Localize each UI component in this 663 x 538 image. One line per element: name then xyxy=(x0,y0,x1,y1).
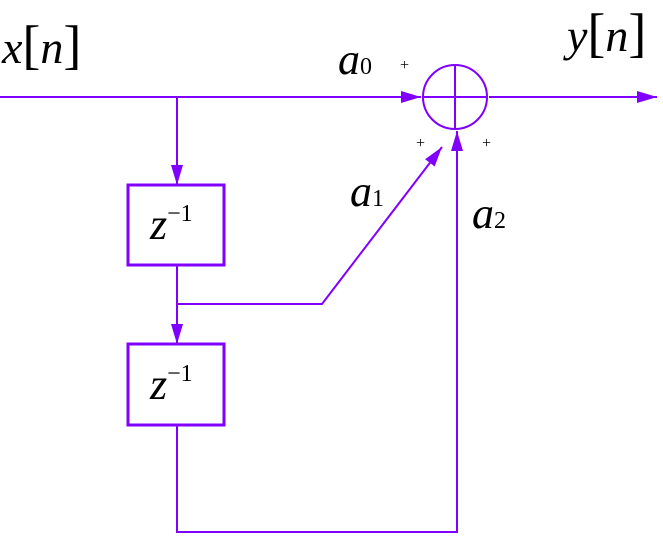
coefficient-a0: a0 xyxy=(338,35,372,84)
input-signal-name: x xyxy=(2,22,23,73)
delay-block-1 xyxy=(126,183,226,267)
output-signal-name: y xyxy=(567,10,588,61)
input-signal-label: x[n] xyxy=(2,15,82,75)
delay-label-1: z−1 xyxy=(150,200,193,249)
delay-label-2: z−1 xyxy=(150,360,193,409)
output-signal-label: y[n] xyxy=(567,3,647,63)
a2-branch xyxy=(176,131,463,533)
adder-sign-a0: + xyxy=(400,57,410,74)
adder-sign-a1: + xyxy=(416,135,426,152)
output-signal-index: n xyxy=(605,10,629,61)
adder-sign-a2: + xyxy=(482,135,492,152)
coefficient-a1: a1 xyxy=(350,167,384,216)
input-signal-index: n xyxy=(40,22,64,73)
a1-branch xyxy=(177,146,443,305)
coefficient-a2: a2 xyxy=(472,189,506,238)
delay-block-2 xyxy=(126,342,226,427)
